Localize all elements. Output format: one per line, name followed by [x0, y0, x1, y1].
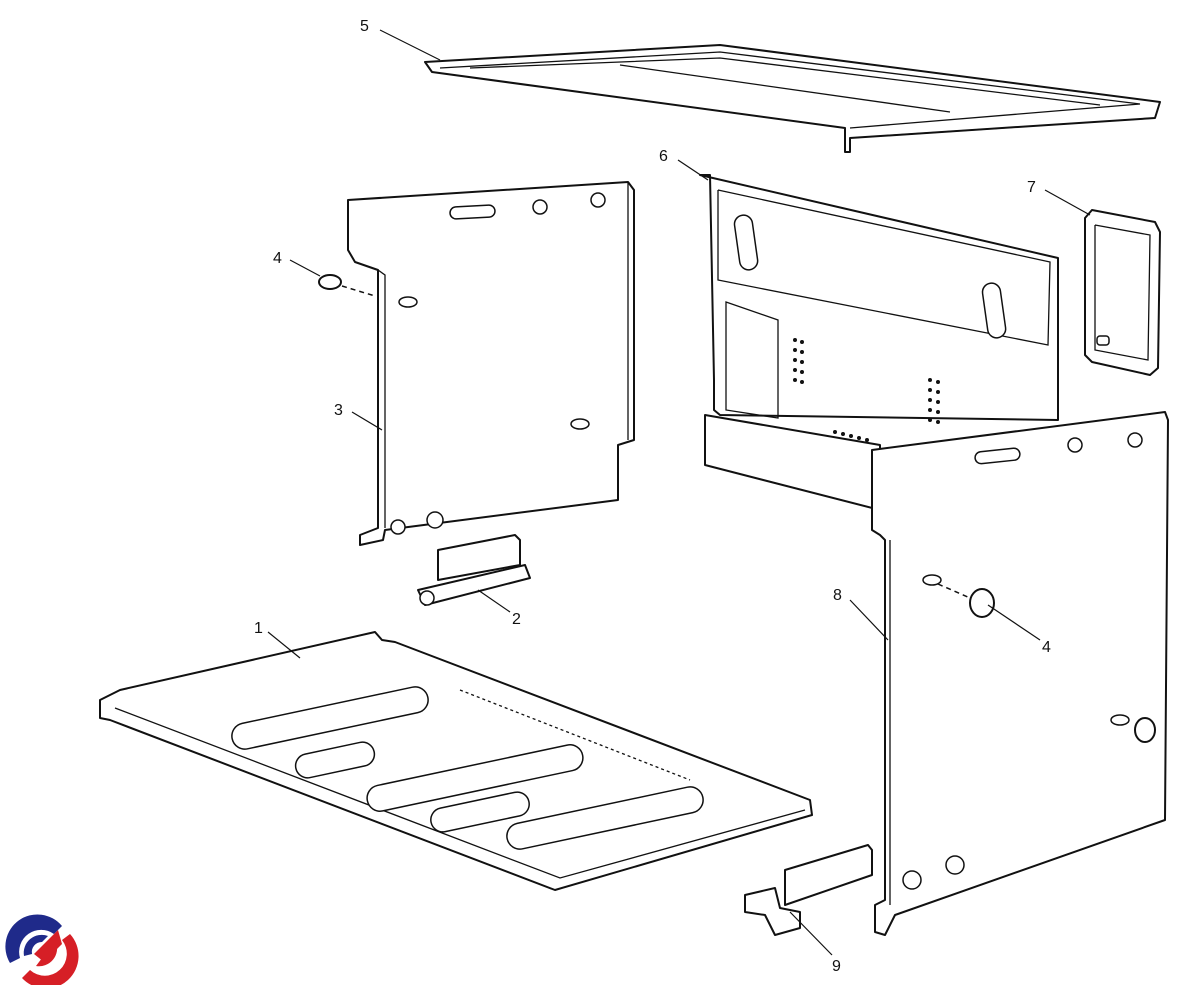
callout-4b: 4	[1042, 639, 1051, 656]
cover-plate	[1084, 209, 1161, 376]
callout-2: 2	[512, 611, 521, 628]
leader-lines	[267, 29, 1091, 956]
callout-5: 5	[360, 18, 369, 35]
callout-labels: 5 6 7 4 3 2 1 8 4 9	[254, 18, 1051, 975]
callout-9: 9	[832, 958, 841, 975]
callout-7: 7	[1027, 179, 1036, 196]
callout-8: 8	[833, 587, 842, 604]
plug-right	[937, 583, 1156, 743]
vent-holes	[793, 338, 940, 442]
right-side-panel	[871, 411, 1169, 936]
callout-6: 6	[659, 148, 668, 165]
top-panel	[424, 44, 1161, 153]
callout-1: 1	[254, 620, 263, 637]
hinge-bracket	[417, 534, 531, 606]
support-bracket	[744, 844, 873, 936]
plug-left	[318, 274, 376, 297]
left-side-panel	[347, 181, 635, 546]
brand-logo	[5, 914, 79, 985]
rear-panel	[699, 174, 1059, 511]
callout-3: 3	[334, 402, 343, 419]
base-panel	[99, 631, 813, 891]
callout-4a: 4	[273, 250, 282, 267]
